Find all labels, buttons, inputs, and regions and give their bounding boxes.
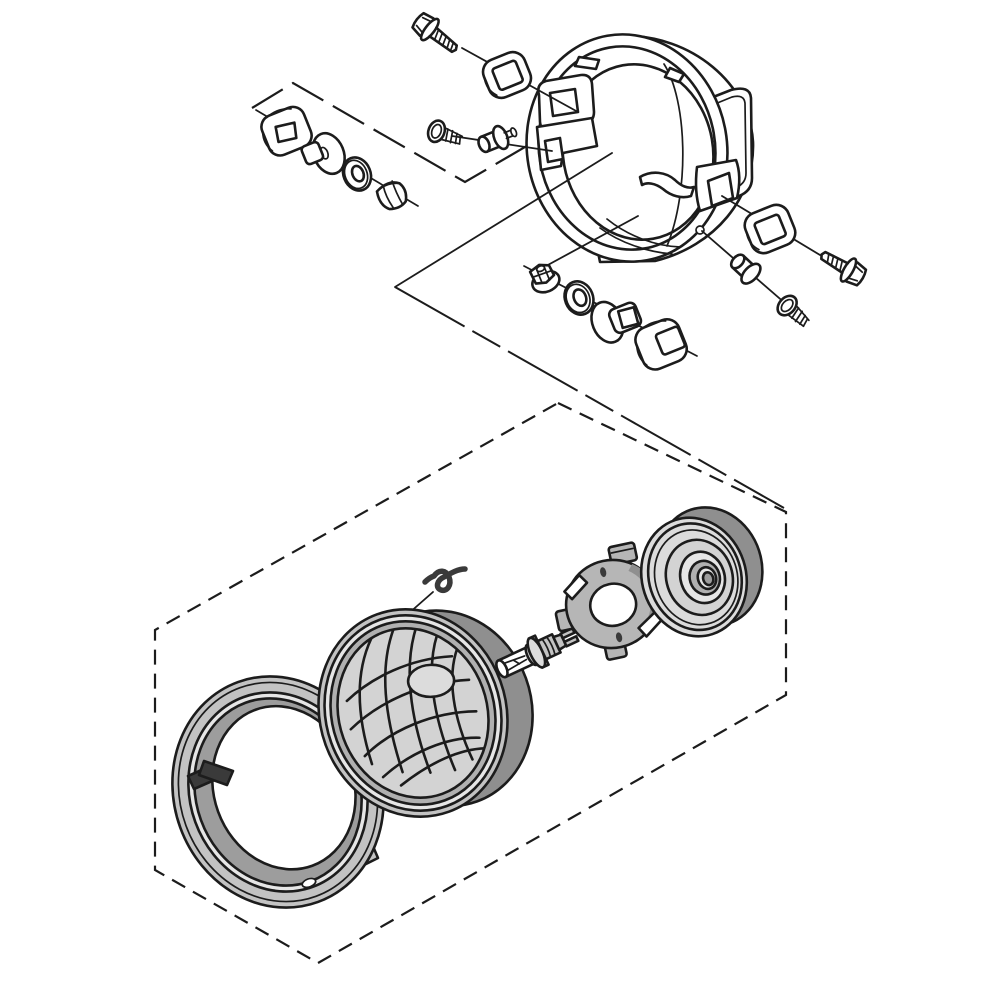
screw-left: Adjusting screw (left) (426, 119, 464, 145)
washer-middle: Washer (middle row) (563, 280, 595, 316)
lens-aim-pad-oval (406, 663, 456, 699)
square-nut: Square mounting nut (260, 105, 313, 157)
flange-nut-hole (535, 264, 546, 273)
trim-ring-clip-bar-2 (197, 759, 235, 787)
leader-middle-row (534, 215, 639, 273)
cap-nut-facets (376, 180, 404, 209)
square-nut-depth-lines (261, 107, 292, 152)
bolt-upper-threads (433, 29, 454, 51)
lens-flute-line (358, 637, 374, 766)
housing-upper-left-square-hole (548, 87, 580, 118)
housing-top-tab (573, 55, 601, 71)
bulb-filament-lines (503, 655, 528, 672)
lens-flute-arc (363, 709, 478, 758)
square-nut-hole (274, 121, 298, 144)
retainer-plate: Bulb retaining plate (554, 541, 663, 661)
grommet-right: Square rubber grommet (right) (743, 203, 797, 255)
grommet-middle-depth-lines (635, 320, 667, 367)
housing-step-square-hole (543, 136, 565, 164)
screw-right-head-inner (780, 298, 794, 313)
housing-group: Headlamp housing bucket (525, 33, 755, 264)
washer-middle-hole (572, 288, 588, 308)
retainer-plate-center-hole (588, 582, 638, 628)
lens-flute-line (383, 628, 404, 774)
bulb-pin-lower (563, 635, 580, 648)
spacer-right-front (729, 253, 746, 270)
bolt-right-flange (839, 257, 858, 283)
screw-left-threads (444, 128, 462, 145)
grommet-upper-depth-line (483, 76, 498, 97)
lens-flute-line (451, 646, 474, 761)
bolt-upper: Flange bolt (upper) (411, 11, 459, 54)
washer-left-edge (343, 159, 369, 190)
bolt-upper-head-facets (415, 16, 432, 34)
housing-interior-arc-1 (606, 218, 681, 248)
screw-right-threads (790, 307, 809, 328)
lens-flute-arc (399, 747, 487, 787)
group-boundary-bottom-box (153, 401, 788, 965)
group-boundary-top-left (251, 81, 538, 184)
boot: Rubber dust boot (639, 506, 764, 638)
grommet-middle-hole (654, 325, 686, 356)
washer-left-hole (350, 164, 366, 183)
retainer-plate-slot-2 (615, 632, 623, 643)
bulb: Halogen bulb (495, 626, 580, 679)
bolt-right: Flange bolt (right) (820, 250, 868, 287)
housing-interior-arc-2 (599, 227, 673, 255)
bolt-right-threads (826, 253, 844, 272)
lens-flute-grid (345, 626, 487, 787)
spacer-right-flange (740, 262, 762, 285)
washer-left: Washer (341, 156, 373, 192)
lens-flute-arc (345, 654, 454, 703)
grommet-right-depth-line (745, 231, 760, 251)
boot-wire-hole (701, 571, 715, 587)
housing-top-right-tab (663, 66, 686, 84)
collar-middle-hub-face (616, 305, 640, 330)
retainer-plate-ear-top-line (610, 547, 634, 554)
screw-right: Adjusting screw (right) (776, 294, 810, 328)
collar-left: Mounting collar (300, 131, 346, 176)
group-boundary-phantom-line (394, 286, 785, 509)
spacer-left: Screw spacer (left) (477, 124, 518, 154)
lens-unit: Headlamp lens and reflector unit (317, 608, 534, 818)
retainer-plate-slot-1 (600, 567, 607, 578)
bolt-upper-flange (419, 17, 440, 42)
housing-interior-spring-tab (638, 171, 696, 199)
retainer-plate-notch-top (563, 573, 589, 601)
collar-middle: Mounting collar (middle row) (590, 300, 643, 344)
bulb-base-ribs (541, 636, 556, 658)
bolt-right-head-facets (847, 265, 864, 282)
leader-middle-group (394, 152, 613, 288)
bulb-glass-tip (495, 659, 509, 679)
cap-nut: Cap nut (375, 180, 408, 211)
wire-clip: Bulb retaining wire clip (422, 566, 468, 594)
lens-flute-arc (381, 736, 481, 779)
collar-left-hub (300, 140, 325, 166)
boot-fold-ring-2 (653, 529, 739, 626)
trim-ring-slot-hole (301, 877, 317, 889)
spacer-left-stem-end (509, 127, 518, 138)
housing-lower-right-square-hole (706, 171, 735, 208)
flange-nut: Flange nut (528, 263, 561, 294)
wire-clip-shape (422, 566, 468, 594)
boot-fold-ring-1 (646, 522, 744, 632)
washer-middle-edge (565, 283, 591, 314)
grommet-right-hole (753, 213, 787, 246)
grommet-upper-hole (491, 59, 524, 92)
housing-right-bracket-inner-line (709, 95, 747, 198)
grommet-middle: Square rubber grommet (middle row) (634, 317, 689, 371)
screw-left-head-inner (430, 123, 443, 139)
grommet-upper: Square rubber grommet (upper) (481, 50, 533, 100)
spacer-right: Screw spacer (right) (729, 253, 762, 285)
spacer-left-front (477, 135, 491, 154)
spacer-left-flange (491, 124, 510, 151)
